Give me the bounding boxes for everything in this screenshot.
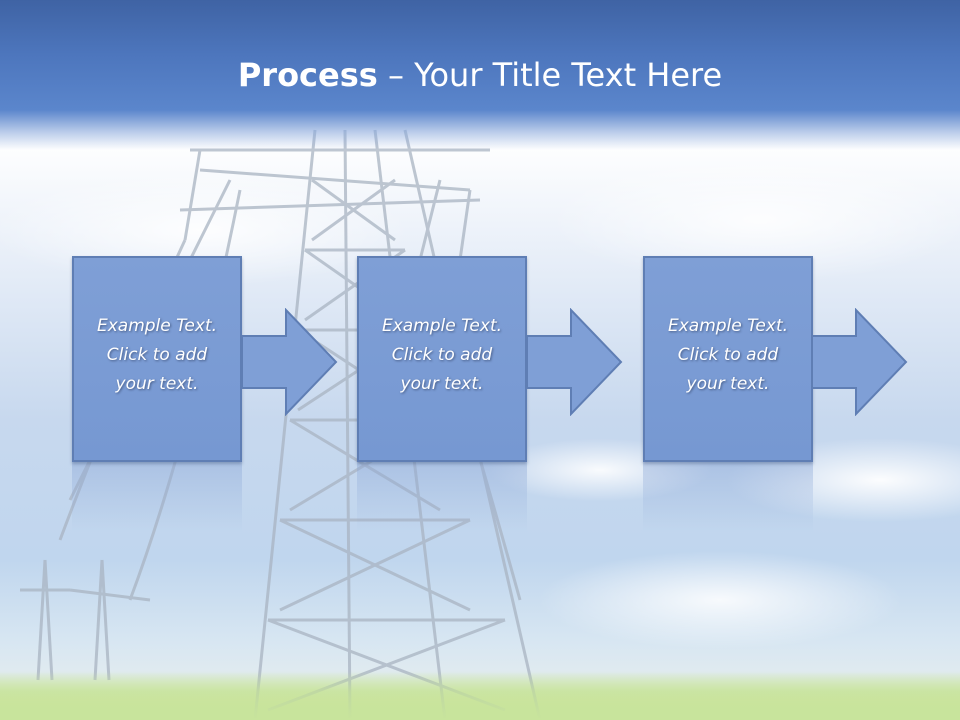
title-band	[0, 0, 960, 150]
step-text-line: Example Text.	[96, 316, 218, 336]
right-arrow-icon	[812, 308, 908, 416]
step-reflection	[643, 462, 813, 532]
right-arrow-icon	[242, 308, 338, 416]
step-box	[357, 256, 527, 462]
step-text-line: your text.	[400, 374, 484, 394]
step-reflection	[357, 462, 527, 532]
step-text-line: Click to add	[106, 345, 208, 365]
step-text-line: Click to add	[391, 345, 493, 365]
step-text-line: your text.	[686, 374, 770, 394]
slide-title[interactable]: Process – Your Title Text Here	[0, 52, 960, 98]
step-text-line: Click to add	[677, 345, 779, 365]
process-step-3[interactable]: Example Text. Click to add your text.	[643, 256, 817, 532]
step-text-line: Example Text.	[667, 316, 789, 336]
step-text[interactable]: Example Text. Click to add your text.	[363, 312, 521, 399]
step-box	[72, 256, 242, 462]
step-text[interactable]: Example Text. Click to add your text.	[649, 312, 807, 399]
step-text-line: Example Text.	[381, 316, 503, 336]
step-box	[643, 256, 813, 462]
step-reflection	[72, 462, 242, 532]
right-arrow-icon	[527, 308, 623, 416]
process-step-2[interactable]: Example Text. Click to add your text.	[357, 256, 531, 532]
step-text[interactable]: Example Text. Click to add your text.	[78, 312, 236, 399]
process-step-1[interactable]: Example Text. Click to add your text.	[72, 256, 246, 532]
grass-field	[0, 672, 960, 720]
title-rest: – Your Title Text Here	[377, 56, 723, 94]
step-text-line: your text.	[115, 374, 199, 394]
title-bold: Process	[237, 56, 378, 94]
